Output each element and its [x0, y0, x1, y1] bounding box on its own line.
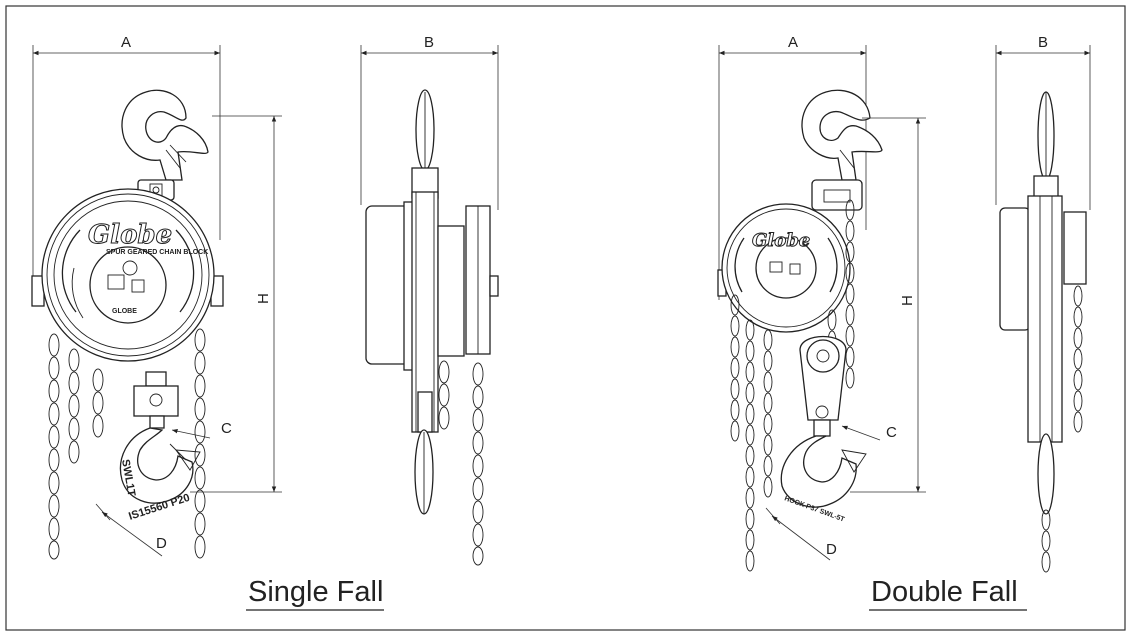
- double-fall-dim-a: A: [718, 34, 867, 300]
- double-fall-dim-c-label: C: [886, 424, 897, 441]
- single-fall-dim-c-label: C: [221, 420, 232, 437]
- single-fall-side-view: B: [360, 34, 499, 566]
- double-fall-dim-b-label: B: [1038, 34, 1048, 51]
- single-fall-dim-a-label: A: [121, 34, 131, 51]
- single-fall-brand: Globe: [88, 220, 172, 250]
- single-fall-dim-h: H: [190, 115, 282, 493]
- single-fall-dim-h-label: H: [255, 293, 272, 304]
- svg-text:GLOBE: GLOBE: [112, 308, 137, 315]
- double-fall-dim-h-label: H: [899, 295, 916, 306]
- single-fall-top-hook: [121, 89, 209, 201]
- double-fall-dim-a-label: A: [788, 34, 798, 51]
- double-fall-dim-b: B: [995, 34, 1091, 210]
- double-fall-dim-h: H: [850, 117, 926, 493]
- single-fall-dim-c: C: [171, 420, 232, 439]
- double-fall-dim-d-label: D: [826, 541, 837, 558]
- single-fall-dim-d-label: D: [156, 535, 167, 552]
- single-fall-load-chain-right: [194, 328, 206, 559]
- single-fall-caption: Single Fall: [248, 576, 383, 608]
- single-fall-caption-group: Single Fall: [246, 576, 384, 611]
- double-fall-dim-d: D: [765, 507, 837, 561]
- single-fall-front-view: A SPUR GEARED CHAIN BLOCK: [31, 34, 282, 560]
- sheet-border: [5, 5, 1126, 631]
- svg-text:SPUR GEARED CHAIN BLOCK: SPUR GEARED CHAIN BLOCK: [106, 249, 208, 256]
- double-fall-dim-c: C: [841, 424, 897, 441]
- single-fall-hoist-body: SPUR GEARED CHAIN BLOCK GLOBE Globe: [31, 188, 224, 362]
- single-fall-hand-chain-left: [48, 333, 104, 560]
- double-fall-side-view: B: [995, 34, 1091, 573]
- single-fall-dim-d: D: [95, 503, 167, 557]
- double-fall-brand: Globe: [752, 230, 810, 251]
- double-fall-caption: Double Fall: [871, 576, 1018, 608]
- single-fall-dim-b-label: B: [424, 34, 434, 51]
- single-fall-bottom-hook: SWL1T IS15560 P20: [119, 371, 201, 523]
- single-fall-dim-a: A: [32, 34, 221, 280]
- double-fall-front-view: A Globe: [717, 34, 926, 572]
- double-fall-caption-group: Double Fall: [869, 576, 1027, 611]
- double-fall-chains: [730, 199, 855, 572]
- single-fall-dim-b: B: [360, 34, 499, 210]
